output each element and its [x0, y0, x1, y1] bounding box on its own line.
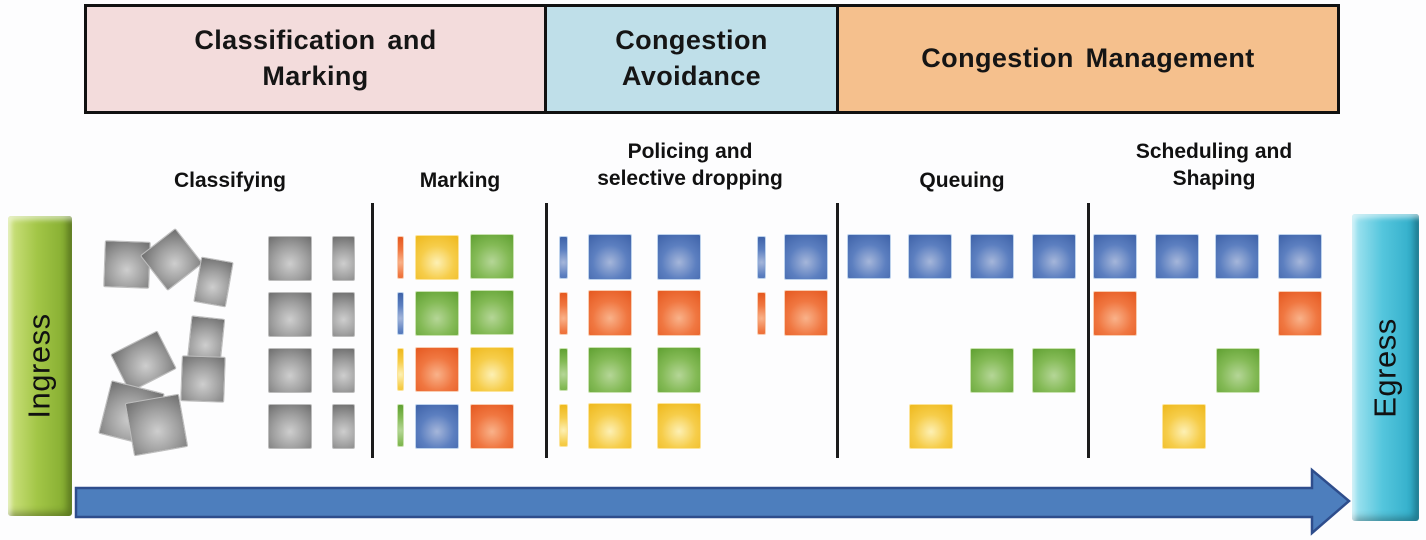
packet-queuing-blue [1032, 234, 1076, 279]
packet-queuing-blue [970, 234, 1014, 279]
packet-marking-orange [415, 347, 459, 392]
packet-policing-blue [757, 236, 766, 279]
phase-header: Classification and Marking Congestion Av… [84, 4, 1340, 114]
phase-label-congestion-management: Congestion Management [921, 43, 1255, 74]
packet-marking-blue [397, 292, 404, 335]
packet-policing-blue [559, 236, 568, 279]
packet-scheduling-blue [1155, 234, 1199, 279]
packet-scheduling-yellow [1162, 404, 1206, 449]
packet-queuing-blue [847, 234, 891, 279]
packet-marking-blue [415, 404, 459, 449]
packet-classified-gray [268, 292, 312, 337]
ingress-bar: Ingress [8, 216, 72, 516]
packet-marking-green [415, 291, 459, 336]
packet-policing-yellow [559, 404, 568, 447]
packet-policing-blue [588, 234, 632, 280]
packet-scheduling-orange [1093, 291, 1137, 336]
egress-bar: Egress [1352, 214, 1419, 521]
stage-divider [545, 203, 548, 458]
packet-scattered-gray [103, 240, 151, 289]
packet-scheduling-blue [1215, 234, 1259, 279]
packet-classified-gray [332, 236, 355, 281]
phase-classification-and-marking: Classification and Marking [87, 7, 544, 111]
packet-policing-yellow [657, 403, 701, 449]
packet-policing-green [588, 347, 632, 393]
packet-policing-orange [559, 292, 568, 335]
packet-scheduling-orange [1278, 291, 1322, 336]
packet-classified-gray [268, 236, 312, 281]
packet-classified-gray [268, 404, 312, 449]
packet-marking-yellow [415, 235, 459, 280]
packet-marking-yellow [397, 348, 404, 391]
packet-policing-yellow [588, 403, 632, 449]
packet-queuing-green [1032, 348, 1076, 393]
stage-label-scheduling-and-shaping: Scheduling and Shaping [1135, 140, 1293, 191]
phase-label-congestion-avoidance: Congestion Avoidance [615, 25, 768, 91]
packet-marking-orange [470, 404, 514, 449]
stage-label-queuing: Queuing [919, 169, 1005, 192]
packet-classified-gray [332, 404, 355, 449]
packet-classified-gray [332, 348, 355, 393]
packet-policing-blue [784, 234, 828, 280]
packet-scattered-gray [124, 393, 189, 457]
packet-marking-yellow [470, 347, 514, 392]
packet-scheduling-blue [1278, 234, 1322, 279]
packet-queuing-green [970, 348, 1014, 393]
packet-policing-orange [588, 290, 632, 336]
stage-divider [836, 203, 839, 458]
packet-marking-green [470, 290, 514, 335]
stage-label-classifying: Classifying [173, 169, 287, 192]
stage-divider [371, 203, 374, 458]
phase-label-classification-and-marking: Classification and Marking [194, 25, 437, 91]
packet-scheduling-green [1216, 348, 1260, 393]
packet-policing-green [559, 348, 568, 391]
packet-marking-orange [397, 236, 404, 279]
arrow-shape [74, 467, 1351, 536]
packet-policing-blue [657, 234, 701, 280]
packet-scheduling-blue [1093, 234, 1137, 279]
stage-label-policing-and-selective-dropping: Policing and selective dropping [597, 140, 783, 191]
stage-divider [1087, 203, 1090, 458]
packet-queuing-yellow [909, 404, 953, 449]
packet-queuing-blue [908, 234, 952, 279]
packet-policing-green [657, 347, 701, 393]
packet-policing-orange [757, 292, 766, 335]
packet-scattered-gray [180, 355, 226, 403]
packet-classified-gray [332, 292, 355, 337]
packet-marking-green [397, 404, 404, 447]
packet-marking-green [470, 234, 514, 279]
packet-policing-orange [784, 290, 828, 336]
phase-congestion-management: Congestion Management [836, 7, 1337, 111]
stage-label-marking: Marking [419, 169, 501, 192]
phase-congestion-avoidance: Congestion Avoidance [544, 7, 836, 111]
packet-policing-orange [657, 290, 701, 336]
packet-classified-gray [268, 348, 312, 393]
